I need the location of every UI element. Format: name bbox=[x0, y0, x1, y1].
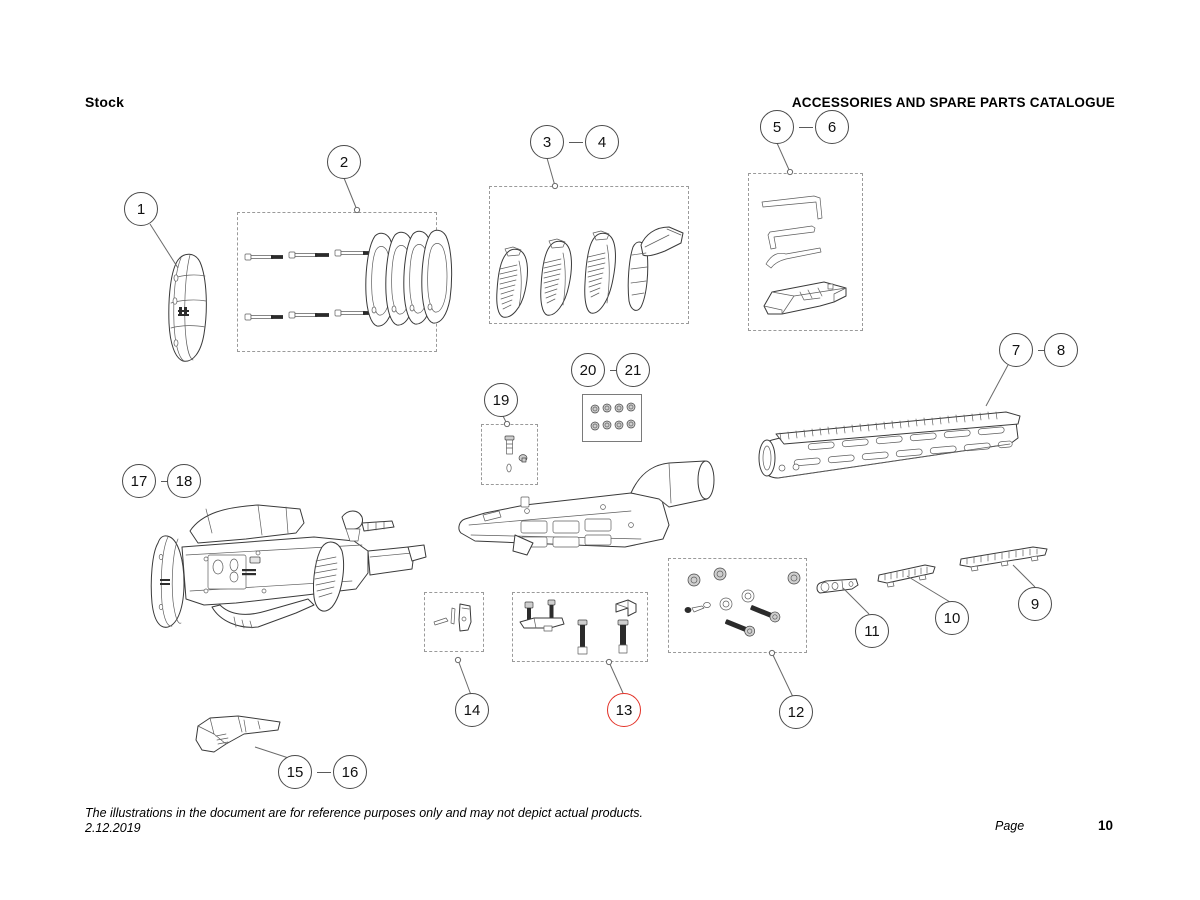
part-stock-assembly bbox=[146, 495, 427, 650]
callout-7[interactable]: 7 bbox=[999, 333, 1033, 367]
callout-separator-5-6 bbox=[799, 127, 813, 128]
footer-page-label: Page bbox=[995, 819, 1025, 833]
part-chassis-receiver bbox=[455, 455, 715, 565]
group-box-14 bbox=[424, 592, 484, 652]
callout-4[interactable]: 4 bbox=[585, 125, 619, 159]
callout-8[interactable]: 8 bbox=[1044, 333, 1078, 367]
group-box-13 bbox=[512, 592, 648, 662]
group-box-12 bbox=[668, 558, 807, 653]
callout-21[interactable]: 21 bbox=[616, 353, 650, 387]
part-sling-swivel-mount bbox=[816, 575, 862, 597]
part-pistol-grip-set bbox=[495, 225, 685, 323]
callout-13[interactable]: 13 bbox=[607, 693, 641, 727]
catalogue-title: ACCESSORIES AND SPARE PARTS CATALOGUE bbox=[791, 95, 1115, 110]
footer-page-number: 10 bbox=[1098, 818, 1114, 833]
group-box-3-4 bbox=[489, 186, 689, 324]
part-hex-key-and-mount-set bbox=[758, 190, 856, 322]
part-short-rail-section bbox=[875, 563, 937, 589]
callout-1[interactable]: 1 bbox=[124, 192, 158, 226]
part-pin-and-screw bbox=[498, 434, 532, 478]
callout-separator-15-16 bbox=[317, 772, 331, 773]
page-title: Stock bbox=[85, 94, 125, 110]
callout-15[interactable]: 15 bbox=[278, 755, 312, 789]
callout-2[interactable]: 2 bbox=[327, 145, 361, 179]
callout-18[interactable]: 18 bbox=[167, 464, 201, 498]
callout-10[interactable]: 10 bbox=[935, 601, 969, 635]
part-screw-set bbox=[590, 402, 638, 436]
callout-9[interactable]: 9 bbox=[1018, 587, 1052, 621]
callout-11[interactable]: 11 bbox=[855, 614, 889, 648]
part-butt-pad bbox=[163, 248, 213, 366]
callout-6[interactable]: 6 bbox=[815, 110, 849, 144]
callout-14[interactable]: 14 bbox=[455, 693, 489, 727]
part-spacer-and-screw-kit bbox=[243, 226, 453, 344]
part-small-parts-kit bbox=[432, 600, 478, 644]
part-handguard bbox=[748, 400, 1038, 496]
callout-5[interactable]: 5 bbox=[760, 110, 794, 144]
part-fastener-kit bbox=[676, 566, 801, 648]
callout-17[interactable]: 17 bbox=[122, 464, 156, 498]
footer-disclaimer: The illustrations in the document are fo… bbox=[85, 806, 643, 820]
callout-20[interactable]: 20 bbox=[571, 353, 605, 387]
callout-3[interactable]: 3 bbox=[530, 125, 564, 159]
callout-12[interactable]: 12 bbox=[779, 695, 813, 729]
group-box-5-6 bbox=[748, 173, 863, 331]
part-long-rail-section bbox=[957, 545, 1049, 573]
callout-separator-3-4 bbox=[569, 142, 583, 143]
part-bolt-and-bracket-kit bbox=[518, 598, 642, 658]
part-handstop bbox=[192, 714, 282, 758]
callout-19[interactable]: 19 bbox=[484, 383, 518, 417]
footer-date: 2.12.2019 bbox=[85, 821, 141, 835]
callout-16[interactable]: 16 bbox=[333, 755, 367, 789]
group-box-20-21 bbox=[582, 394, 642, 442]
